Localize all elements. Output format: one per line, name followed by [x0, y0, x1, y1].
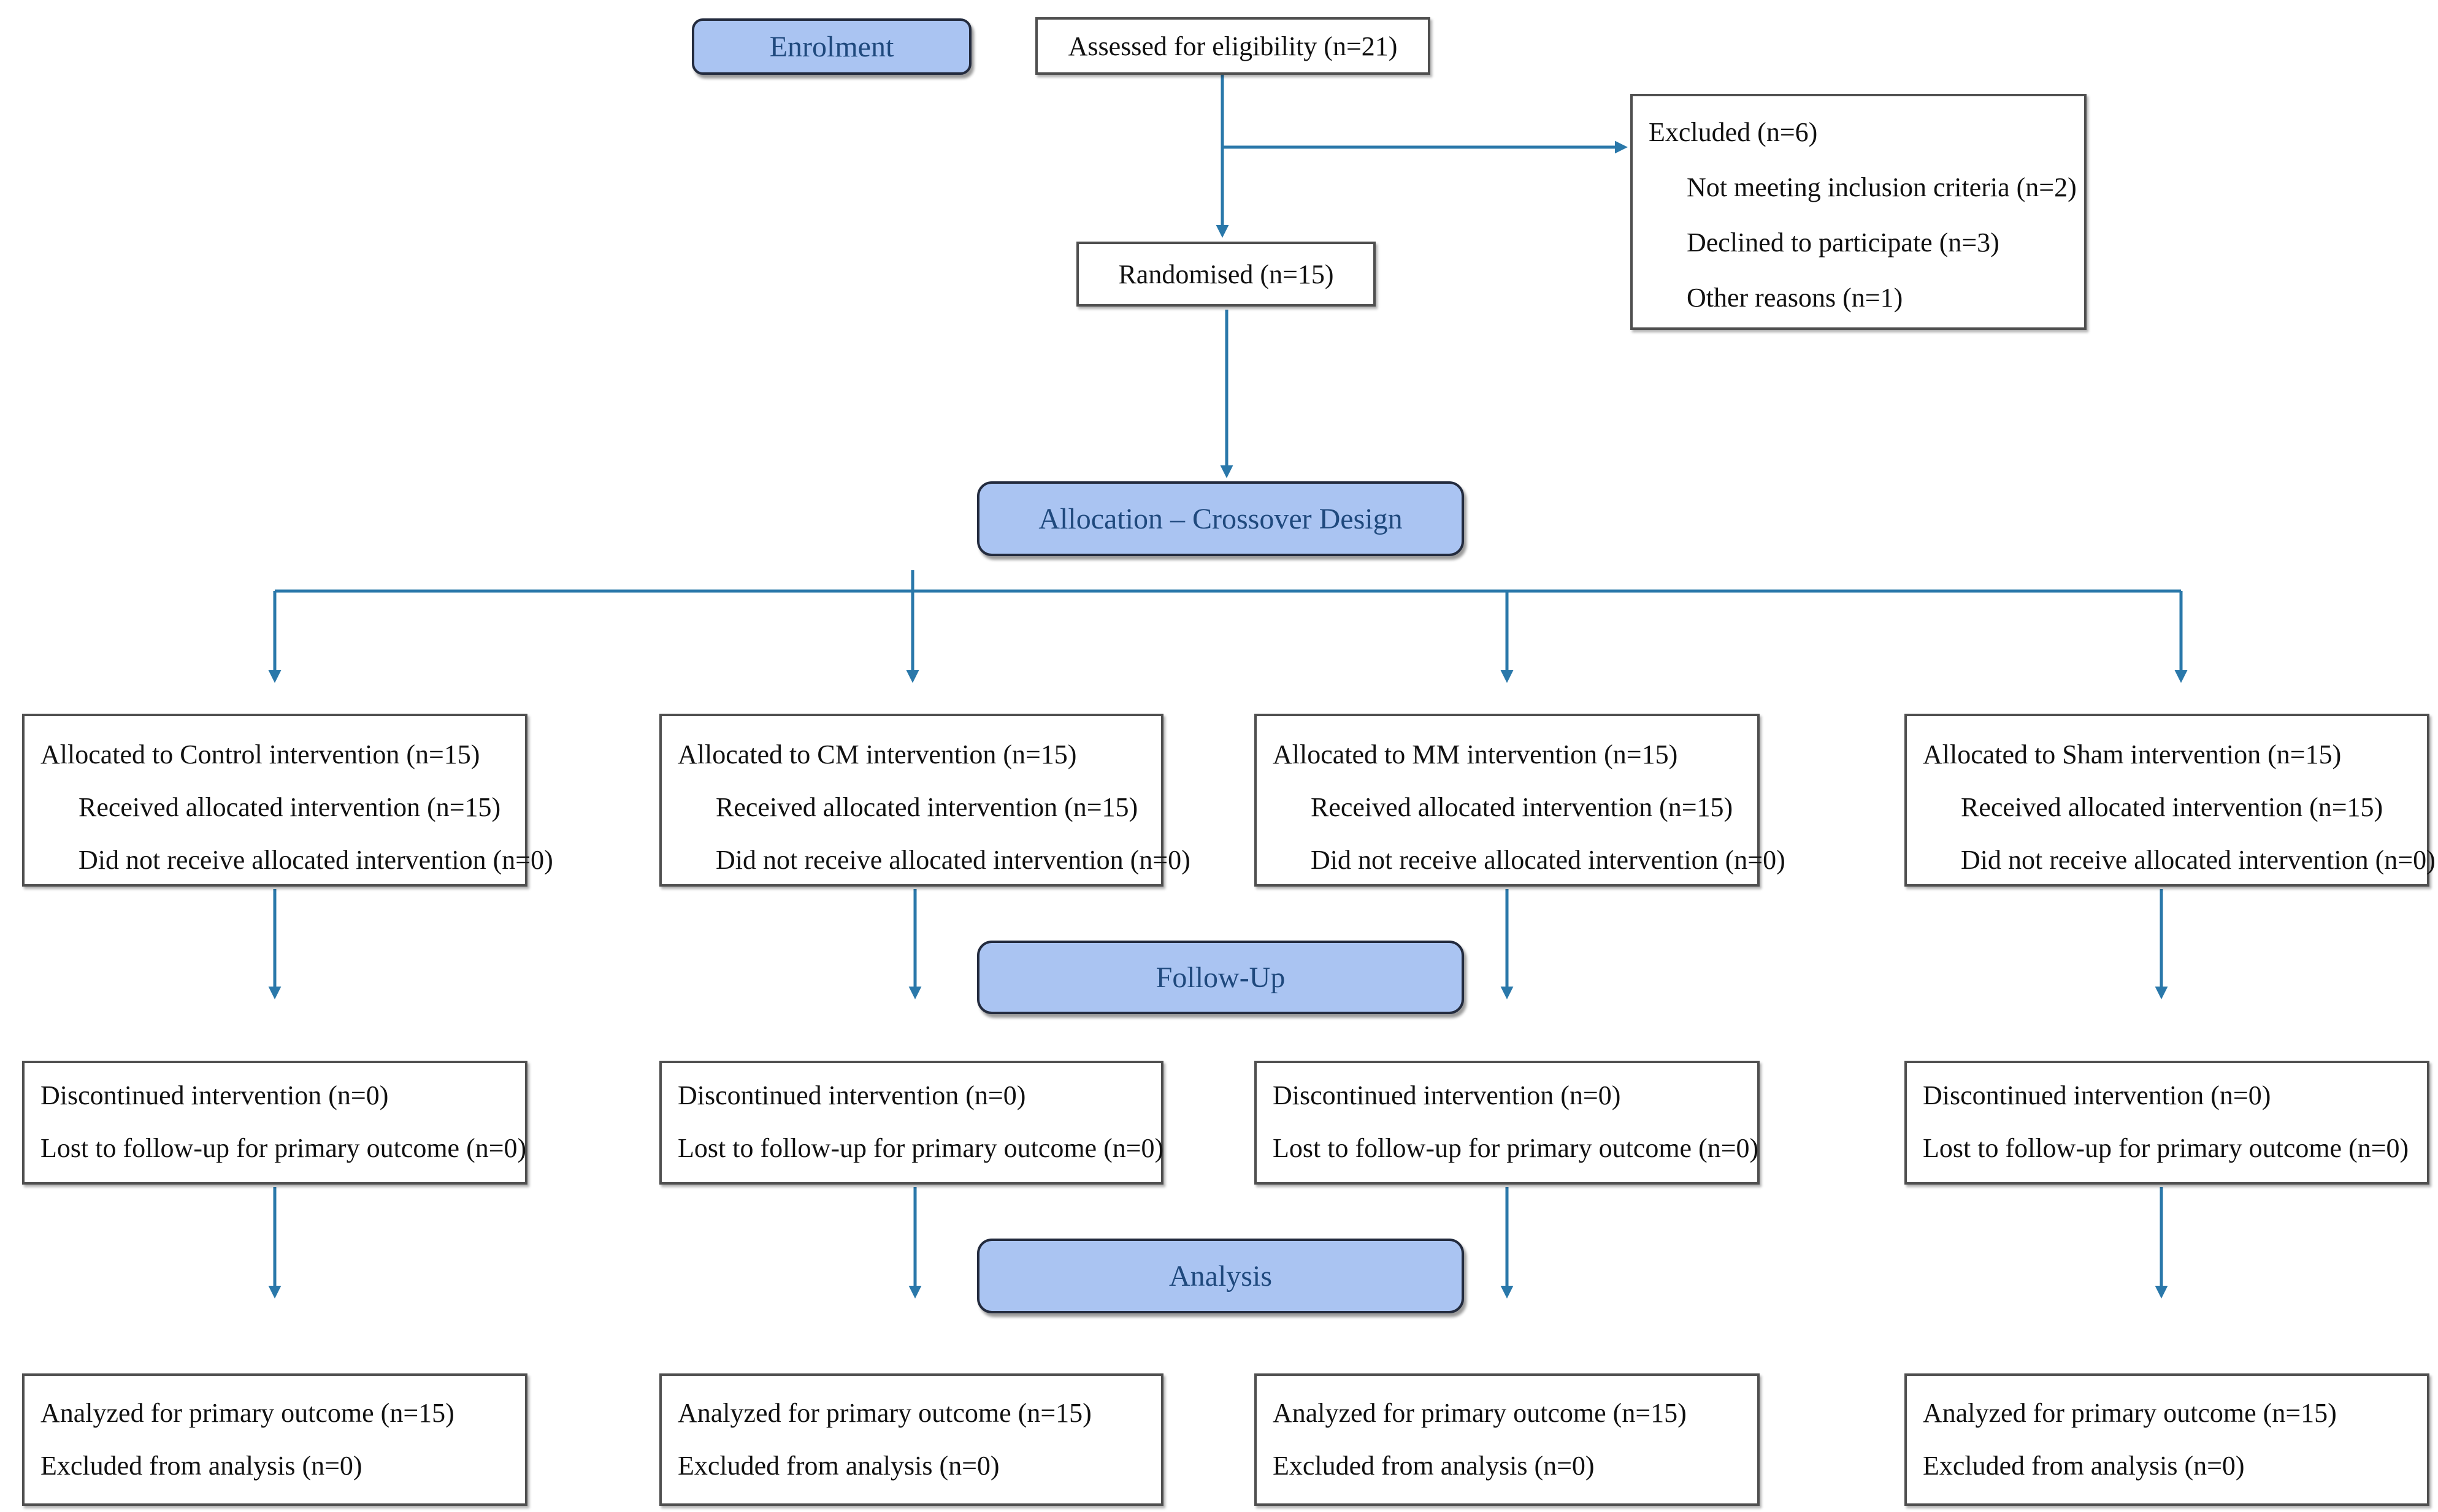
excluded-analysis-line: Excluded from analysis (n=0): [1923, 1451, 2245, 1481]
arm-sham-follow-up-box: Discontinued intervention (n=0) Lost to …: [1904, 1061, 2429, 1185]
randomised-box: Randomised (n=15): [1076, 242, 1376, 307]
enrolment-banner-label: Enrolment: [769, 30, 894, 63]
lost-line: Lost to follow-up for primary outcome (n…: [1923, 1133, 2409, 1163]
analyzed-line: Analyzed for primary outcome (n=15): [40, 1398, 454, 1428]
lost-line: Lost to follow-up for primary outcome (n…: [40, 1133, 527, 1163]
arm-cm-allocation-box: Allocated to CM intervention (n=15) Rece…: [659, 714, 1190, 887]
excluded-analysis-line: Excluded from analysis (n=0): [40, 1451, 362, 1481]
arm-cm-follow-up-box: Discontinued intervention (n=0) Lost to …: [659, 1061, 1163, 1185]
follow-up-banner-label: Follow-Up: [1156, 961, 1286, 994]
arm-control-analysis-box: Analyzed for primary outcome (n=15) Excl…: [22, 1373, 527, 1506]
allocated-line: Allocated to MM intervention (n=15): [1273, 739, 1678, 769]
arm-sham-allocation-box: Allocated to Sham intervention (n=15) Re…: [1904, 714, 2436, 887]
not-received-line: Did not receive allocated intervention (…: [1311, 845, 1785, 875]
analyzed-line: Analyzed for primary outcome (n=15): [678, 1398, 1092, 1428]
excluded-reason: Declined to participate (n=3): [1687, 227, 1999, 258]
allocation-banner: Allocation – Crossover Design: [977, 481, 1464, 556]
arm-mm-follow-up-box: Discontinued intervention (n=0) Lost to …: [1254, 1061, 1760, 1185]
excluded-analysis-line: Excluded from analysis (n=0): [1273, 1451, 1595, 1481]
allocated-line: Allocated to CM intervention (n=15): [678, 739, 1077, 769]
not-received-line: Did not receive allocated intervention (…: [1961, 845, 2436, 875]
follow-up-banner: Follow-Up: [977, 941, 1464, 1014]
excluded-box: Excluded (n=6) Not meeting inclusion cri…: [1630, 94, 2087, 330]
allocated-line: Allocated to Sham intervention (n=15): [1923, 739, 2342, 769]
randomised-label: Randomised (n=15): [1118, 259, 1334, 289]
received-line: Received allocated intervention (n=15): [1961, 792, 2383, 822]
discontinued-line: Discontinued intervention (n=0): [1273, 1080, 1621, 1110]
excluded-reason: Not meeting inclusion criteria (n=2): [1687, 172, 2077, 202]
arm-mm-allocation-box: Allocated to MM intervention (n=15) Rece…: [1254, 714, 1785, 887]
analysis-banner: Analysis: [977, 1239, 1464, 1313]
assessed-label: Assessed for eligibility (n=21): [1068, 31, 1398, 61]
analyzed-line: Analyzed for primary outcome (n=15): [1273, 1398, 1687, 1428]
received-line: Received allocated intervention (n=15): [716, 792, 1138, 822]
discontinued-line: Discontinued intervention (n=0): [1923, 1080, 2271, 1110]
enrolment-banner: Enrolment: [692, 18, 972, 75]
analysis-banner-label: Analysis: [1169, 1259, 1272, 1292]
arm-control-follow-up-box: Discontinued intervention (n=0) Lost to …: [22, 1061, 527, 1185]
arm-sham-analysis-box: Analyzed for primary outcome (n=15) Excl…: [1904, 1373, 2429, 1506]
arm-cm-analysis-box: Analyzed for primary outcome (n=15) Excl…: [659, 1373, 1163, 1506]
excluded-title: Excluded (n=6): [1649, 117, 1818, 147]
allocation-banner-label: Allocation – Crossover Design: [1038, 502, 1403, 535]
arm-mm-analysis-box: Analyzed for primary outcome (n=15) Excl…: [1254, 1373, 1760, 1506]
arm-control-allocation-box: Allocated to Control intervention (n=15)…: [22, 714, 553, 887]
lost-line: Lost to follow-up for primary outcome (n…: [678, 1133, 1164, 1163]
analyzed-line: Analyzed for primary outcome (n=15): [1923, 1398, 2337, 1428]
excluded-reason: Other reasons (n=1): [1687, 283, 1903, 313]
not-received-line: Did not receive allocated intervention (…: [716, 845, 1190, 875]
not-received-line: Did not receive allocated intervention (…: [79, 845, 553, 875]
allocated-line: Allocated to Control intervention (n=15): [40, 739, 480, 769]
assessed-box: Assessed for eligibility (n=21): [1035, 17, 1430, 75]
discontinued-line: Discontinued intervention (n=0): [678, 1080, 1026, 1110]
discontinued-line: Discontinued intervention (n=0): [40, 1080, 389, 1110]
received-line: Received allocated intervention (n=15): [1311, 792, 1733, 822]
lost-line: Lost to follow-up for primary outcome (n…: [1273, 1133, 1759, 1163]
excluded-analysis-line: Excluded from analysis (n=0): [678, 1451, 1000, 1481]
received-line: Received allocated intervention (n=15): [79, 792, 501, 822]
